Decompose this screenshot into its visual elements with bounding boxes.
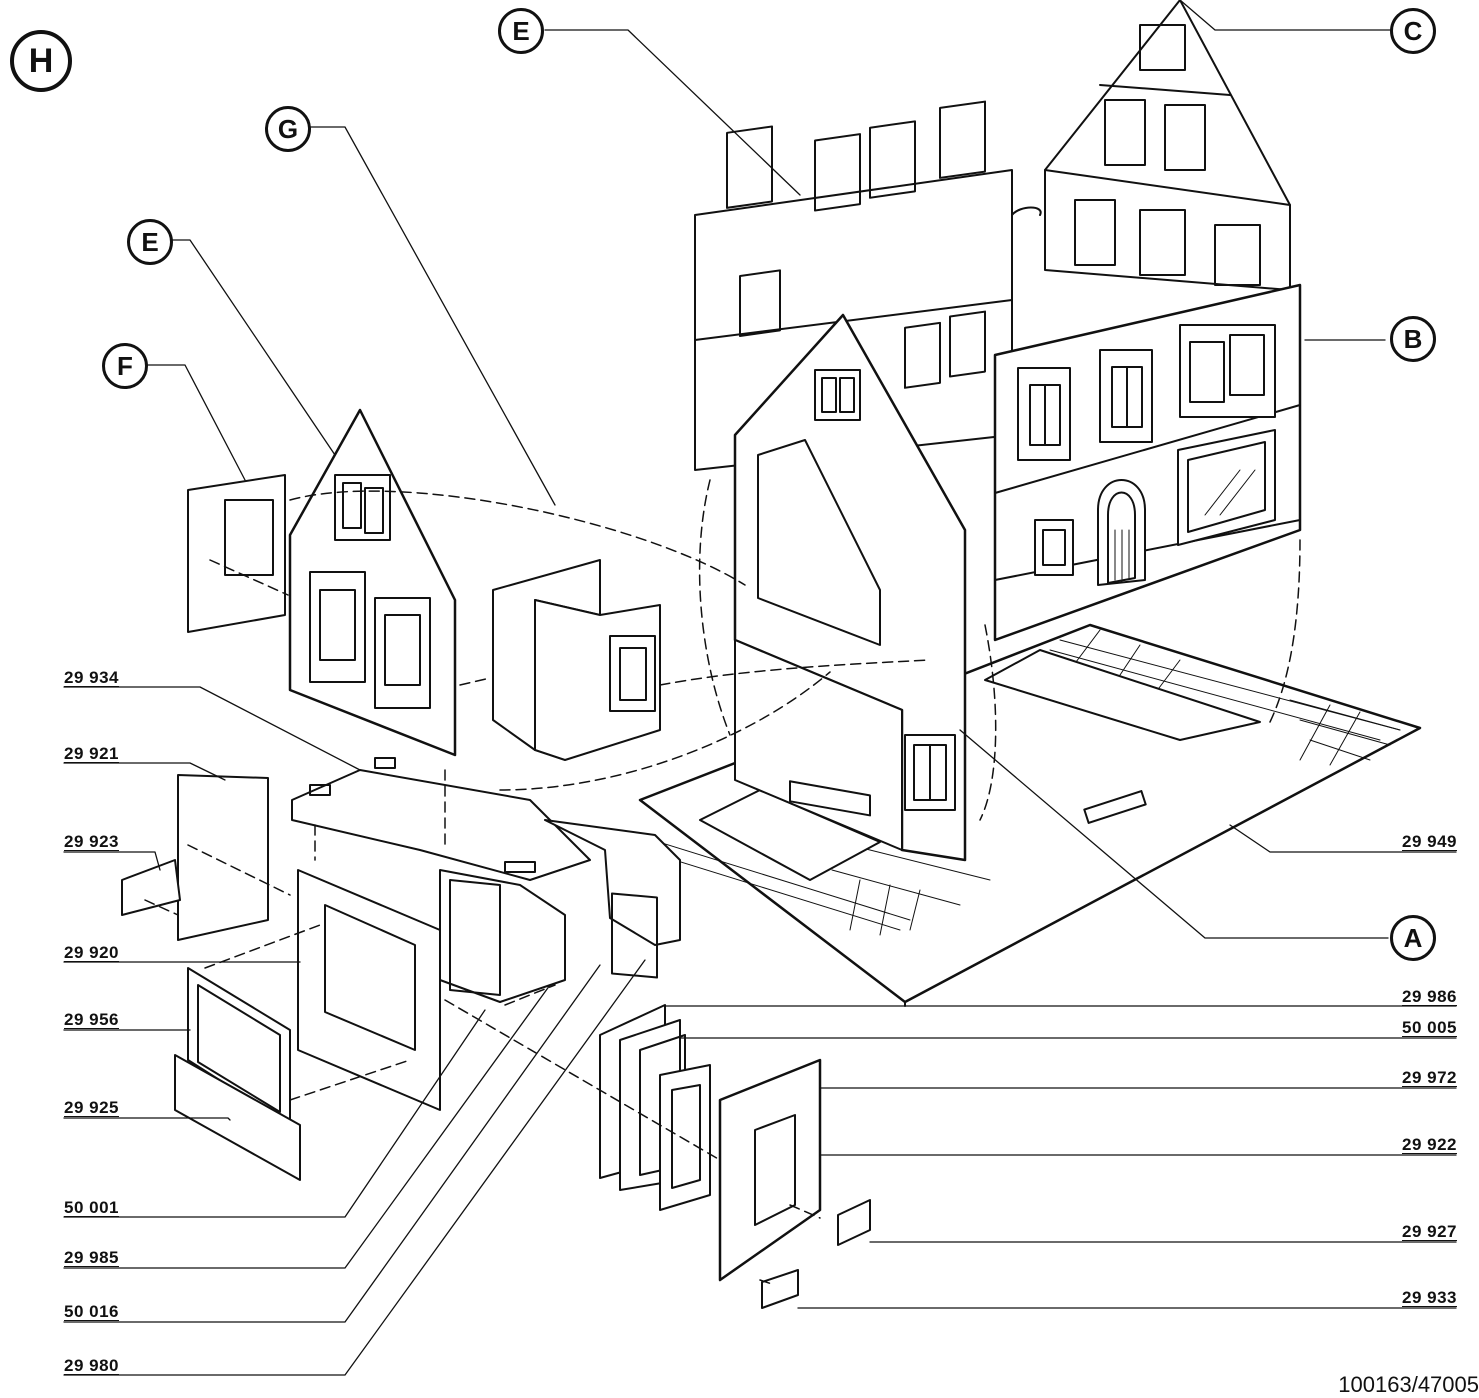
part-label-29972: 29 972 xyxy=(1402,1068,1457,1087)
section-letter-h: H xyxy=(10,30,72,92)
part-label-29934: 29 934 xyxy=(64,668,119,687)
upper-windows-b xyxy=(1017,324,1276,461)
callout-b: B xyxy=(1390,316,1436,362)
callout-a: A xyxy=(1390,915,1436,961)
assembly-guides xyxy=(144,479,1301,1286)
front-wall-panel-b xyxy=(993,283,1302,642)
part-label-29925: 29 925 xyxy=(64,1098,119,1117)
part-label-29949: 29 949 xyxy=(1402,832,1457,851)
base-plate xyxy=(609,623,1422,1007)
shop-window xyxy=(1177,429,1276,546)
part-label-50005: 50 005 xyxy=(1402,1018,1457,1037)
part-label-29922: 29 922 xyxy=(1402,1135,1457,1154)
part-label-50001: 50 001 xyxy=(64,1198,119,1217)
part-label-29921: 29 921 xyxy=(64,744,119,763)
side-panel-f xyxy=(187,474,286,633)
callout-e-left: E xyxy=(127,219,173,265)
leader-lines xyxy=(63,0,1457,1376)
part-label-29933: 29 933 xyxy=(1402,1288,1457,1307)
callout-f: F xyxy=(102,343,148,389)
part-label-29986: 29 986 xyxy=(1402,987,1457,1006)
part-label-29920: 29 920 xyxy=(64,943,119,962)
door-assembly xyxy=(599,1004,871,1309)
corner-piece-g xyxy=(492,559,661,761)
callout-g: G xyxy=(265,106,311,152)
gable-wall-panel-e-left xyxy=(288,408,457,757)
part-label-29985: 29 985 xyxy=(64,1248,119,1267)
bay-window-assembly xyxy=(121,774,681,1181)
part-label-50016: 50 016 xyxy=(64,1302,119,1321)
part-label-29927: 29 927 xyxy=(1402,1222,1457,1241)
callout-e-top: E xyxy=(498,8,544,54)
part-label-29923: 29 923 xyxy=(64,832,119,851)
door-b xyxy=(1097,479,1146,586)
callout-c: C xyxy=(1390,8,1436,54)
gable-wall-panel-c xyxy=(1011,0,1291,291)
drawing-number: 100163/47005 xyxy=(1338,1372,1479,1397)
gable-wall-panel-a xyxy=(733,313,967,862)
part-label-29980: 29 980 xyxy=(64,1356,119,1375)
floor-plate xyxy=(291,757,591,881)
part-label-29956: 29 956 xyxy=(64,1010,119,1029)
